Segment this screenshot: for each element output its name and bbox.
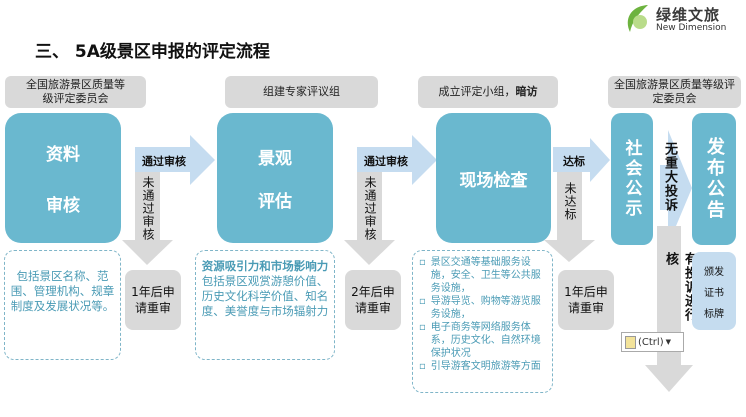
page-title: 三、 5A级景区申报的评定流程 [35,42,270,62]
no-complaint-label: 无重大投诉 [662,142,677,212]
clipboard-icon [625,335,636,349]
logo-tagline: New Dimension [656,23,727,33]
logo-name: 绿维文旅 [656,6,721,24]
chevron-down-icon: ▼ [665,338,671,346]
award-text: 证书 [704,287,724,299]
step-label: 发布公告 [704,137,725,221]
pass-label-1: 通过审核 [142,155,186,168]
retry-box-3: 1年后申请重审 [558,270,614,330]
down-arrow-3 [544,172,595,262]
award-text: 标牌 [704,308,724,320]
header-eval-team-text: 成立评定小组， [438,85,516,98]
step-label: 评估 [258,192,292,212]
header-eval-team: 成立评定小组，暗访 [418,76,558,108]
step-label: 资料 [46,145,80,165]
desc-title: 资源吸引力和市场影响力 [201,259,329,273]
step-publish: 发布公告 [692,113,736,245]
step-landscape-eval: 景观评估 [217,113,333,243]
square-bullet-icon: ▫ [419,361,426,372]
step-label: 社会公示 [621,139,642,219]
desc-body: 包括景区观赏游憩价值、历史文化科学价值、知名度、美誉度与市场辐射力 [201,274,329,318]
award-box: 颁发证书标牌 [692,252,736,330]
square-bullet-icon: ▫ [419,322,426,333]
down-arrow-2 [344,172,395,265]
desc-site-inspection: ▫ 景区交通等基础服务设施，安全、卫生等公共服务设施， ▫ 导游导览、购物等游览服务… [412,250,553,393]
desc-landscape-eval: 资源吸引力和市场影响力 包括景区观赏游憩价值、历史文化科学价值、知名度、美誉度与… [195,250,335,360]
retry-box-1: 1年后申请重审 [125,270,181,330]
right-arrow-3 [553,138,610,182]
right-arrow-2 [357,135,437,185]
fail-label-1: 未通过审核 [141,176,155,241]
bullet-item: ▫ 导游导览、购物等游览服务设施， [419,295,546,321]
retry-box-2: 2年后申请重审 [345,270,401,330]
right-arrow-4 [660,130,692,245]
logo: 绿维文旅 New Dimension [622,2,744,38]
bullet-item: ▫ 电子商务等网络服务体系，历史文化、自然环境保护状况 [419,321,546,360]
pass-label-2: 通过审核 [364,155,408,168]
award-text: 颁发 [704,266,724,278]
step-document-review: 资料审核 [5,113,121,243]
bullet-item: ▫ 引导游客文明旅游等方面 [419,360,546,373]
step-public-notice: 社会公示 [611,113,653,245]
step-label: 景观 [258,149,292,169]
step-label: 审核 [46,196,80,216]
step-site-inspection: 现场检查 [436,113,551,243]
reach-label: 达标 [563,155,585,168]
desc-document-review: 包括景区名称、范围、管理机构、规章制度及发展状况等。 [4,250,121,360]
square-bullet-icon: ▫ [419,257,426,268]
header-committee-1: 全国旅游景区质量等级评定委员会 [5,76,146,108]
fail-label-2: 未通过审核 [363,176,377,241]
right-arrow-1 [135,135,215,185]
down-arrow-1 [122,172,173,265]
bullet-text: 电子商务等网络服务体系，历史文化、自然环境保护状况 [430,322,541,359]
bullet-text: 引导游客文明旅游等方面 [430,361,541,372]
logo-leaf-icon [627,5,648,32]
paste-popup-label: (Ctrl) [638,336,664,348]
bullet-text: 景区交通等基础服务设施，安全、卫生等公共服务设施， [430,257,541,294]
bullet-text: 导游导览、购物等游览服务设施， [430,296,541,320]
header-committee-2: 全国旅游景区质量等级评定委员会 [608,76,741,108]
paste-options-button[interactable]: (Ctrl) ▼ [621,332,684,352]
not-reach-label: 未达标 [563,182,577,221]
bullet-item: ▫ 景区交通等基础服务设施，安全、卫生等公共服务设施， [419,256,546,295]
square-bullet-icon: ▫ [419,296,426,307]
header-expert-group: 组建专家评议组 [225,76,378,108]
header-eval-team-bold: 暗访 [515,85,538,98]
